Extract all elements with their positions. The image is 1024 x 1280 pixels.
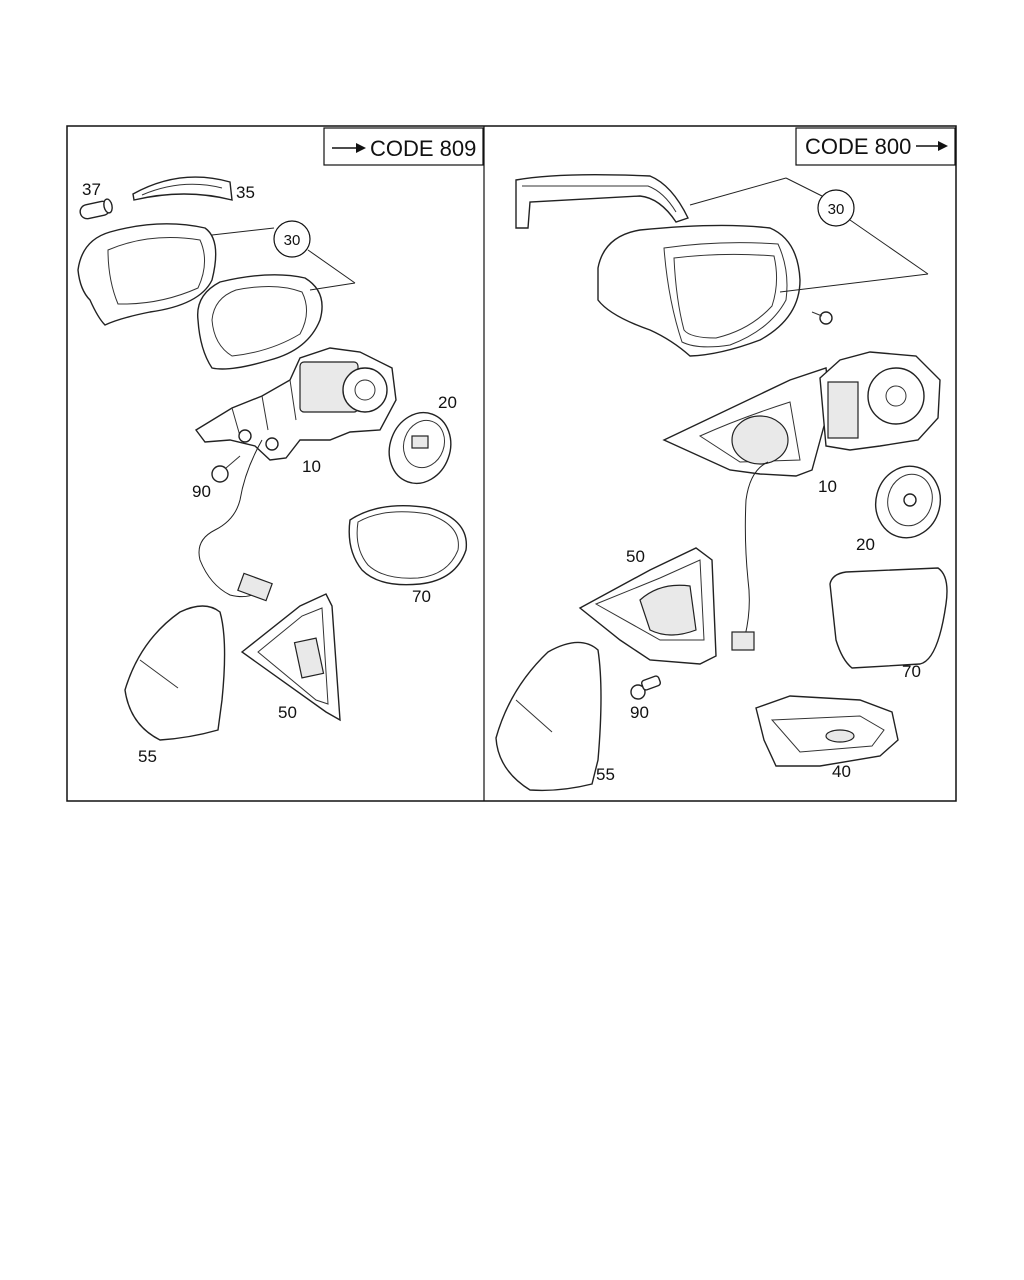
- code-box-left: CODE 809: [323, 127, 484, 166]
- ref-90-left: 90: [192, 482, 211, 501]
- housing-screw-right: [811, 311, 833, 325]
- part-55-cover-left: [124, 605, 226, 741]
- part-90-screw-left: [211, 455, 241, 483]
- part-70-glass-left: [348, 505, 468, 586]
- cable-right: [743, 461, 769, 641]
- ref-40-right: 40: [832, 762, 851, 781]
- svg-text:30: 30: [828, 201, 845, 218]
- ref-90-right: 90: [630, 703, 649, 722]
- callout-30-left: 30: [211, 220, 356, 291]
- ref-50-left: 50: [278, 703, 297, 722]
- ref-55-left: 55: [138, 747, 157, 766]
- part-50-base-right: [578, 547, 717, 665]
- part-90-screw-right: [630, 675, 662, 700]
- ref-37: 37: [82, 180, 101, 199]
- ref-50-right: 50: [626, 547, 645, 566]
- part-70-glass-right: [829, 567, 948, 669]
- code-box-right: CODE 800: [795, 127, 956, 166]
- callout-30-right: 30: [689, 177, 929, 293]
- ref-10-left: 10: [302, 457, 321, 476]
- part-20-motor-right: [875, 465, 941, 539]
- ref-55-right: 55: [596, 765, 615, 784]
- ref-35: 35: [236, 183, 255, 202]
- ref-10-right: 10: [818, 477, 837, 496]
- part-50-base-left: [240, 593, 341, 722]
- svg-text:30: 30: [284, 232, 301, 249]
- ref-20-right: 20: [856, 535, 875, 554]
- part-30-strip-right: [515, 173, 689, 229]
- part-20-motor-left: [388, 411, 452, 485]
- left-panel: CODE 809 30: [77, 127, 484, 766]
- part-40-bottom-cover-right: [755, 695, 899, 767]
- ref-20-left: 20: [438, 393, 457, 412]
- right-panel: CODE 800 30: [495, 127, 956, 792]
- part-10-mechanism-left: [194, 347, 397, 461]
- part-30-housing-right: [597, 224, 801, 357]
- ref-70-right: 70: [902, 662, 921, 681]
- part-37-bulb: [79, 198, 113, 220]
- part-30-housing-left: [77, 223, 323, 370]
- part-35-light-strip: [132, 176, 233, 201]
- cable-left: [198, 439, 263, 598]
- diagram-frame: [66, 125, 957, 802]
- code-label-left: CODE 809: [370, 136, 476, 161]
- part-10-mechanism-right: [662, 351, 941, 477]
- part-55-cover-right: [495, 641, 602, 792]
- ref-70-left: 70: [412, 587, 431, 606]
- code-label-right: CODE 800: [805, 134, 911, 159]
